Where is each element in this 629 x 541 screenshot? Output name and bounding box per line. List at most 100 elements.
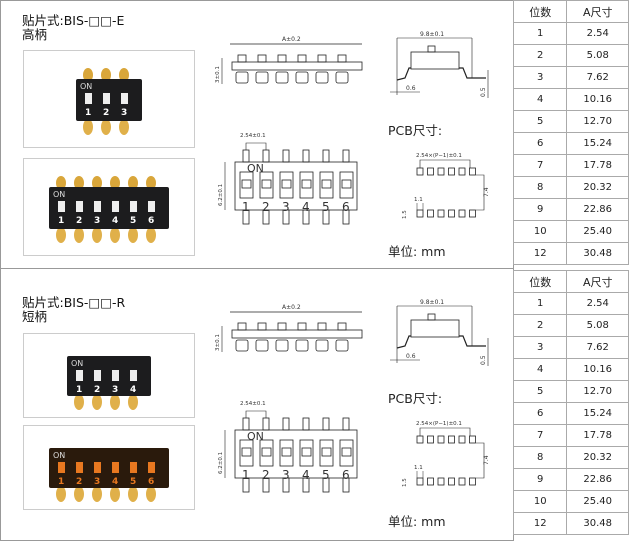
pad [416, 477, 424, 486]
terminal [56, 227, 66, 243]
a-size-cell: 25.40 [566, 490, 629, 513]
model-name: 贴片式:BIS-□□-R [22, 295, 126, 310]
positions-cell: 2 [512, 314, 568, 337]
dimension-label: 0.6 [406, 353, 416, 360]
pad [416, 435, 424, 444]
positions-cell: 2 [512, 44, 568, 67]
position-number: 3 [121, 108, 127, 118]
a-size-cell: 30.48 [566, 242, 629, 265]
terminal-outline [242, 209, 250, 225]
dimension-label: 9.8±0.1 [420, 31, 444, 38]
positions-cell: 7 [512, 154, 568, 177]
positions-cell: 10 [512, 220, 568, 243]
pad [427, 435, 434, 444]
terminal [110, 227, 120, 243]
terminal-outline [322, 209, 330, 225]
slider [148, 462, 155, 473]
slider [321, 447, 332, 457]
terminal [74, 176, 84, 190]
position-number: 5 [130, 477, 136, 487]
switch-slot [319, 439, 334, 467]
dimension-label: 9.8±0.1 [420, 299, 444, 306]
actuator-outline [257, 54, 267, 63]
position-number: 1 [85, 108, 91, 118]
a-size-cell: 12.70 [566, 380, 629, 403]
slider [121, 93, 128, 104]
switch-slot [279, 439, 294, 467]
position-number: 4 [302, 200, 310, 214]
positions-cell: 8 [512, 446, 568, 469]
terminal-outline [235, 339, 249, 352]
dimension-label: 0.5 [480, 87, 487, 97]
positions-cell: 6 [512, 402, 568, 425]
terminal-outline [242, 149, 250, 163]
a-size-cell: 20.32 [566, 446, 629, 469]
line [476, 442, 485, 479]
pad [427, 167, 434, 176]
line [419, 159, 471, 168]
slider [341, 179, 352, 189]
a-size-cell: 17.78 [566, 424, 629, 447]
positions-cell: 3 [512, 66, 568, 89]
positions-cell: 3 [512, 336, 568, 359]
slider [281, 179, 292, 189]
terminal-outline [282, 209, 290, 225]
terminal-outline [335, 71, 349, 84]
slider [281, 447, 292, 457]
position-number: 6 [148, 216, 154, 226]
slider [112, 462, 119, 473]
terminal [83, 119, 93, 135]
switch-body [49, 187, 169, 229]
pad [469, 167, 476, 176]
header-a-size: A尺寸 [566, 0, 629, 23]
pad [416, 167, 424, 176]
pad [448, 209, 455, 218]
switch-slot [259, 171, 274, 199]
a-size-cell: 20.32 [566, 176, 629, 199]
switch-slot [319, 171, 334, 199]
slider [261, 447, 272, 457]
terminal-outline [282, 477, 290, 493]
slider [76, 201, 83, 212]
actuator-outline [337, 54, 347, 63]
slider [76, 462, 83, 473]
slider [58, 201, 65, 212]
position-number: 1 [58, 216, 64, 226]
body-outline [234, 429, 358, 479]
terminal-outline [282, 417, 290, 431]
terminal [92, 227, 102, 243]
terminal [56, 176, 66, 190]
terminal [128, 486, 138, 502]
model-name: 贴片式:BIS-□□-E [22, 13, 125, 28]
unit-label: 单位: mm [388, 244, 446, 259]
terminal-outline [315, 71, 329, 84]
position-number: 6 [342, 200, 350, 214]
line [245, 142, 267, 150]
unit-label: 单位: mm [388, 514, 446, 529]
a-size-cell: 5.08 [566, 44, 629, 67]
terminal [128, 176, 138, 190]
actuator-outline [337, 322, 347, 331]
a-size-cell: 5.08 [566, 314, 629, 337]
terminal-outline [262, 477, 270, 493]
terminal-outline [302, 149, 310, 163]
pad [448, 167, 455, 176]
slider [301, 179, 312, 189]
dimension-label: 1.5 [402, 210, 408, 219]
terminal-outline [302, 209, 310, 225]
on-label: ON [53, 190, 65, 199]
terminal [146, 176, 156, 190]
